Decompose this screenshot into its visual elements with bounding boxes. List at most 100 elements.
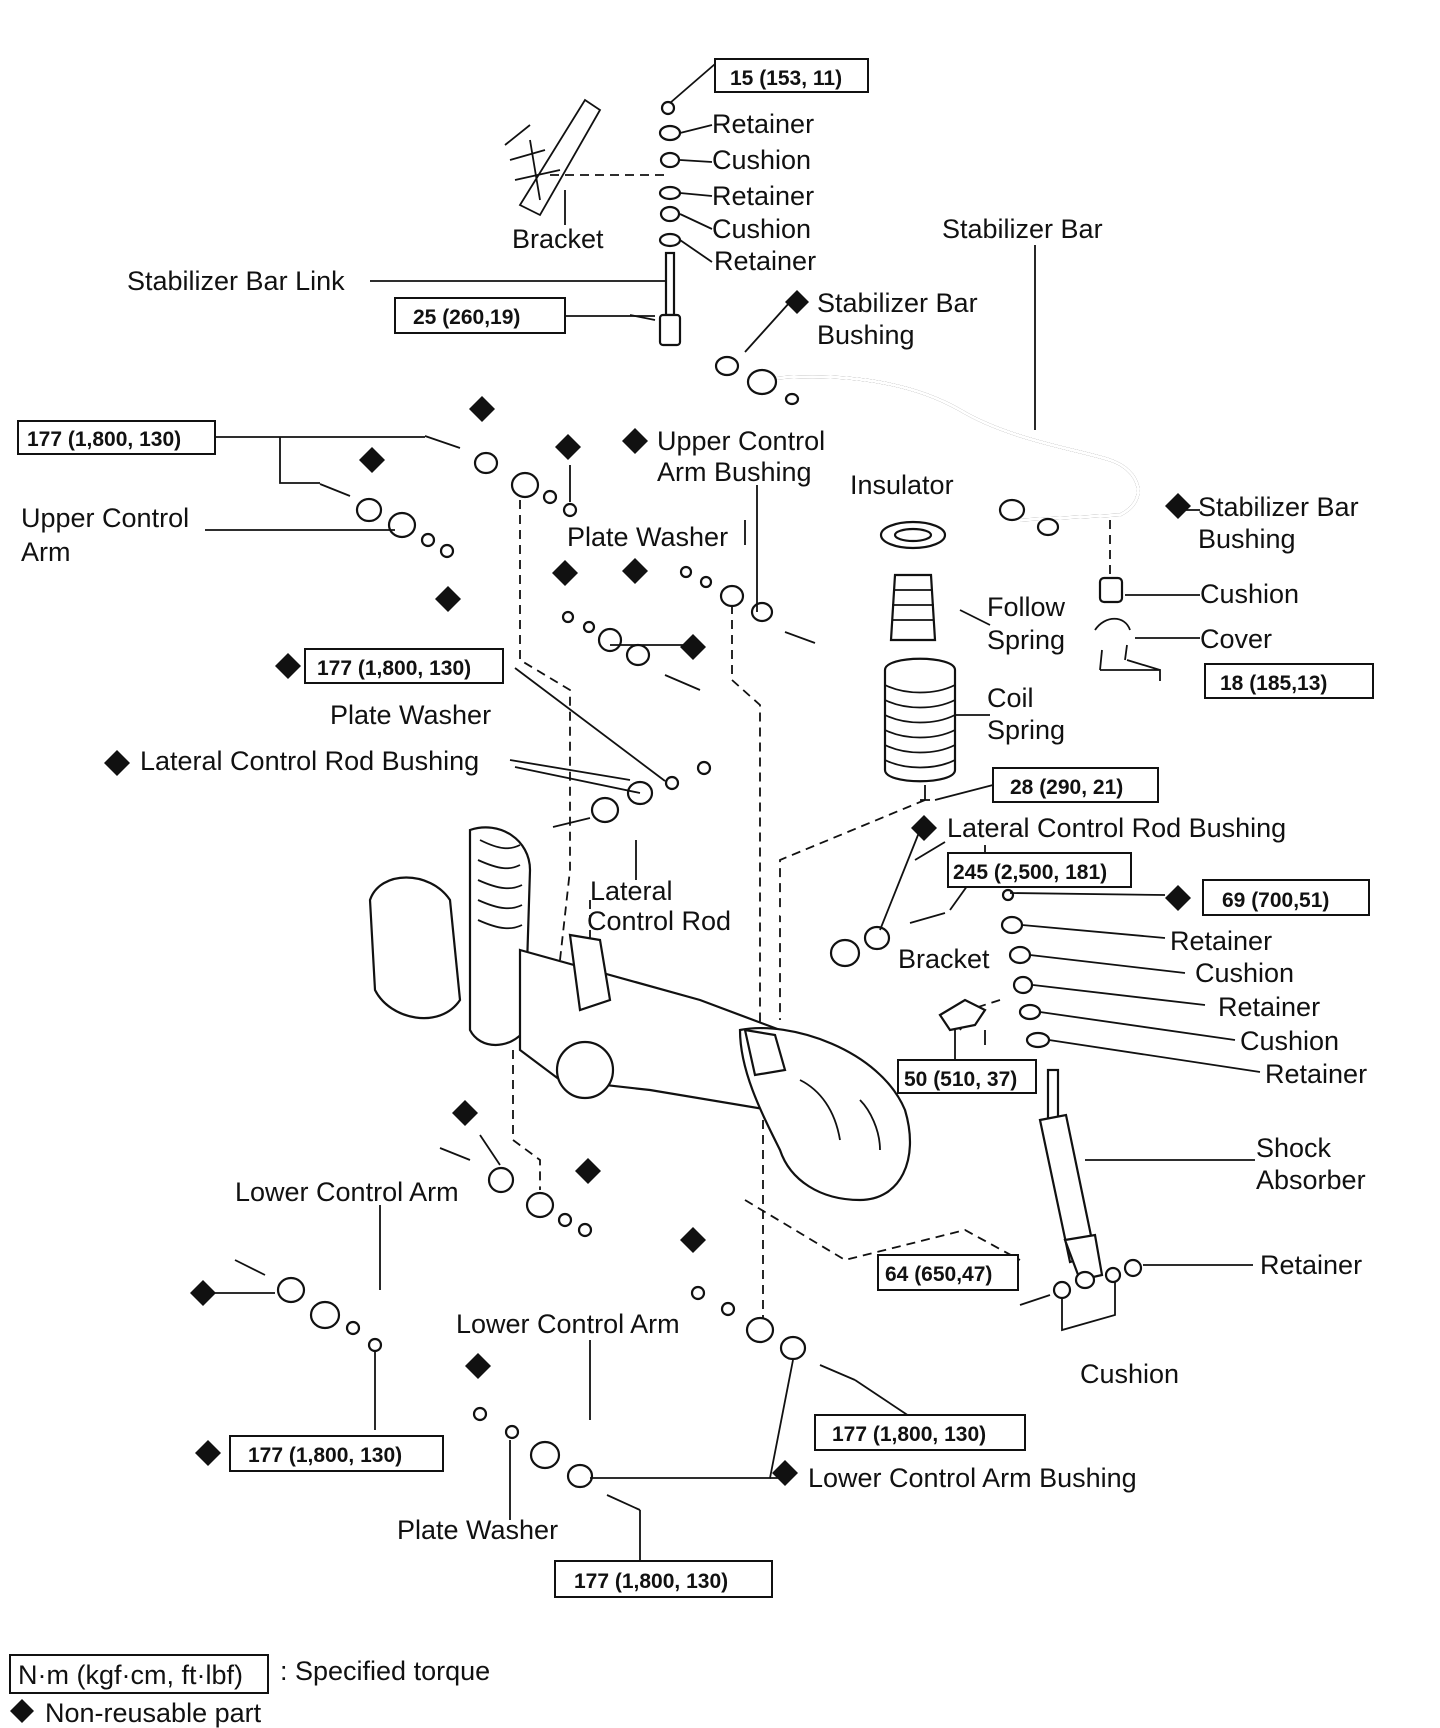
diamond-icon — [622, 428, 648, 454]
torque-box-15: 15 (153, 11) — [714, 58, 869, 93]
torque-box-177-b: 177 (1,800, 130) — [304, 648, 504, 684]
diamond-icon — [785, 290, 809, 314]
label-stab-bushing-a2: Bushing — [817, 320, 915, 350]
label-retainer-5: Retainer — [1218, 992, 1320, 1022]
upper-control-arm-left — [205, 435, 578, 559]
label-cushion-4: Cushion — [1240, 1026, 1339, 1056]
label-coil-spring-1: Coil — [987, 683, 1034, 713]
torque-177-c: 177 (1,800, 130) — [832, 1423, 986, 1446]
label-bracket-top: Bracket — [512, 224, 604, 254]
torque-box-177-a: 177 (1,800, 130) — [17, 420, 216, 455]
torque-245: 245 (2,500, 181) — [953, 861, 1107, 884]
lower-control-arm-left — [210, 1134, 593, 1430]
diamond-icon — [195, 1440, 221, 1466]
lateral-control-rod — [509, 667, 976, 968]
torque-box-28: 28 (290, 21) — [992, 767, 1159, 803]
stabilizer-link-stack — [629, 100, 682, 347]
label-shock-1: Shock — [1256, 1133, 1332, 1163]
diamond-icon — [555, 434, 581, 460]
legend-nonreusable: Non-reusable part — [45, 1698, 262, 1728]
label-bracket-shock: Bracket — [898, 944, 990, 974]
label-cushion-3: Cushion — [1195, 958, 1294, 988]
diamond-icon — [465, 1353, 491, 1379]
label-lca-left: Lower Control Arm — [235, 1177, 459, 1207]
torque-box-177-c: 177 (1,800, 130) — [814, 1414, 1026, 1451]
diamond-icon — [469, 396, 495, 422]
label-lcr-bushing-a: Lateral Control Rod Bushing — [140, 746, 479, 776]
legend-unit-desc: : Specified torque — [280, 1656, 490, 1686]
label-coil-spring-2: Spring — [987, 715, 1065, 745]
upper-control-arm-right — [561, 485, 816, 691]
label-lcr-1: Lateral — [590, 876, 673, 906]
torque-box-25: 25 (260,19) — [394, 297, 566, 334]
torque-box-18: 18 (185,13) — [1204, 663, 1374, 699]
label-uca-2: Arm — [21, 537, 71, 567]
diamond-icon — [622, 558, 648, 584]
diamond-icon — [911, 815, 937, 841]
spring-components — [779, 520, 994, 1020]
torque-177-d: 177 (1,800, 130) — [248, 1444, 402, 1467]
diamond-icon — [1165, 493, 1191, 519]
diamond-icon — [275, 653, 301, 679]
part-labels: Retainer Cushion Retainer Cushion Retain… — [21, 109, 1367, 1545]
torque-box-64: 64 (650,47) — [877, 1254, 1019, 1291]
label-retainer-1: Retainer — [712, 109, 814, 139]
label-uca-bushing-2: Arm Bushing — [657, 457, 812, 487]
label-shock-2: Absorber — [1256, 1165, 1366, 1195]
label-uca-bushing-1: Upper Control — [657, 426, 825, 456]
diamond-icon — [359, 447, 385, 473]
label-lca-bushing: Lower Control Arm Bushing — [808, 1463, 1137, 1493]
rear-axle-housing — [368, 826, 912, 1202]
shock-absorber — [1019, 1068, 1255, 1332]
label-plate-washer-3: Plate Washer — [397, 1515, 558, 1545]
stabilizer-bar — [714, 245, 1200, 681]
torque-28: 28 (290, 21) — [1010, 776, 1123, 799]
label-lcr-2: Control Rod — [587, 906, 731, 936]
label-plate-washer-2: Plate Washer — [330, 700, 491, 730]
diamond-icon — [10, 1699, 34, 1723]
torque-64: 64 (650,47) — [885, 1263, 992, 1286]
diamond-icon — [680, 1227, 706, 1253]
torque-25: 25 (260,19) — [413, 306, 520, 329]
leader-lines-top — [370, 63, 791, 353]
diamond-icon — [552, 560, 578, 586]
label-follow-spring-1: Follow — [987, 592, 1066, 622]
torque-15: 15 (153, 11) — [730, 67, 842, 90]
label-retainer-3: Retainer — [714, 246, 816, 276]
diamond-icon — [190, 1280, 216, 1306]
label-stab-bushing-a1: Stabilizer Bar — [817, 288, 978, 318]
label-retainer-4: Retainer — [1170, 926, 1272, 956]
label-cushion-shock: Cushion — [1080, 1359, 1179, 1389]
torque-50: 50 (510, 37) — [904, 1068, 1017, 1091]
lower-control-arm-right — [472, 1285, 916, 1560]
label-follow-spring-2: Spring — [987, 625, 1065, 655]
torque-box-245: 245 (2,500, 181) — [947, 852, 1132, 888]
torque-box-177-d: 177 (1,800, 130) — [229, 1435, 444, 1472]
bracket-frame-drawing — [504, 98, 665, 217]
diamond-icon — [575, 1158, 601, 1184]
torque-69: 69 (700,51) — [1222, 889, 1329, 912]
label-retainer-6: Retainer — [1265, 1059, 1367, 1089]
diamond-icon — [452, 1100, 478, 1126]
label-lca-right: Lower Control Arm — [456, 1309, 680, 1339]
diamond-icon — [435, 586, 461, 612]
legend: N·m (kgf·cm, ft·lbf) : Specified torque … — [9, 1654, 490, 1728]
label-retainer-7: Retainer — [1260, 1250, 1362, 1280]
label-plate-washer-1: Plate Washer — [567, 522, 728, 552]
nonreusable-markers — [10, 290, 1191, 1723]
torque-18: 18 (185,13) — [1220, 672, 1327, 695]
label-cover: Cover — [1200, 624, 1272, 654]
label-cushion-2: Cushion — [712, 214, 811, 244]
label-stab-bushing-b1: Stabilizer Bar — [1198, 492, 1359, 522]
label-insulator: Insulator — [850, 470, 954, 500]
label-stabilizer-bar-link: Stabilizer Bar Link — [127, 266, 345, 296]
torque-box-69: 69 (700,51) — [1202, 879, 1370, 916]
label-cushion-stab: Cushion — [1200, 579, 1299, 609]
torque-box-50: 50 (510, 37) — [897, 1059, 1037, 1094]
torque-177-b: 177 (1,800, 130) — [317, 657, 471, 680]
legend-unit-box: N·m (kgf·cm, ft·lbf) — [18, 1660, 243, 1690]
diamond-icon — [680, 634, 706, 660]
diamond-icon — [772, 1460, 798, 1486]
